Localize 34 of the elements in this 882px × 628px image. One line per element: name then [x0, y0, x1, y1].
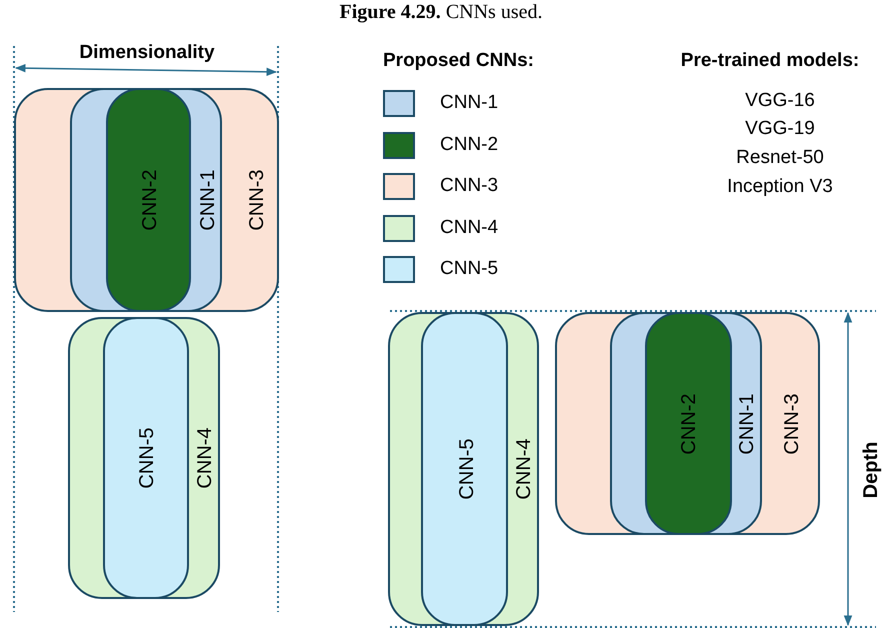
legend-label: CNN-3 — [440, 175, 498, 198]
layer-box — [70, 88, 222, 312]
figure-title: Figure 4.29. CNNs used. — [338, 0, 544, 24]
layer-label: CNN-4 — [195, 427, 215, 489]
model-name: VGG-19 — [745, 118, 815, 141]
model-name: VGG-16 — [745, 90, 815, 113]
layer-label: CNN-5 — [137, 427, 157, 489]
layer-box — [388, 312, 539, 626]
model-name: Inception V3 — [727, 176, 833, 199]
layer-box — [610, 312, 762, 535]
layer-box — [14, 88, 279, 312]
layer-label: CNN-1 — [198, 169, 218, 231]
dimension-label: Dimensionality — [79, 42, 215, 65]
layer-label: CNN-3 — [782, 392, 802, 454]
dimension-label: Depth — [861, 442, 881, 498]
legend-label: CNN-2 — [440, 134, 498, 156]
legend-heading: Proposed CNNs: — [383, 50, 534, 73]
layer-box — [555, 312, 820, 535]
legend-label: CNN-5 — [440, 258, 498, 281]
layer-label: CNN-3 — [247, 169, 267, 231]
layer-label: CNN-5 — [457, 438, 477, 500]
layer-label: CNN-1 — [737, 392, 757, 454]
layer-label: CNN-2 — [140, 169, 160, 231]
layer-box — [645, 312, 732, 535]
list-heading: Pre-trained models: — [680, 50, 860, 73]
layer-box — [106, 88, 191, 312]
model-name: Resnet-50 — [736, 147, 824, 170]
layer-label: CNN-4 — [514, 438, 534, 500]
layer-box — [421, 312, 508, 626]
legend-label: CNN-4 — [440, 216, 498, 240]
layer-box — [103, 317, 189, 599]
layer-box — [68, 317, 220, 599]
legend-label: CNN-1 — [440, 92, 498, 115]
layer-label: CNN-2 — [679, 392, 699, 454]
